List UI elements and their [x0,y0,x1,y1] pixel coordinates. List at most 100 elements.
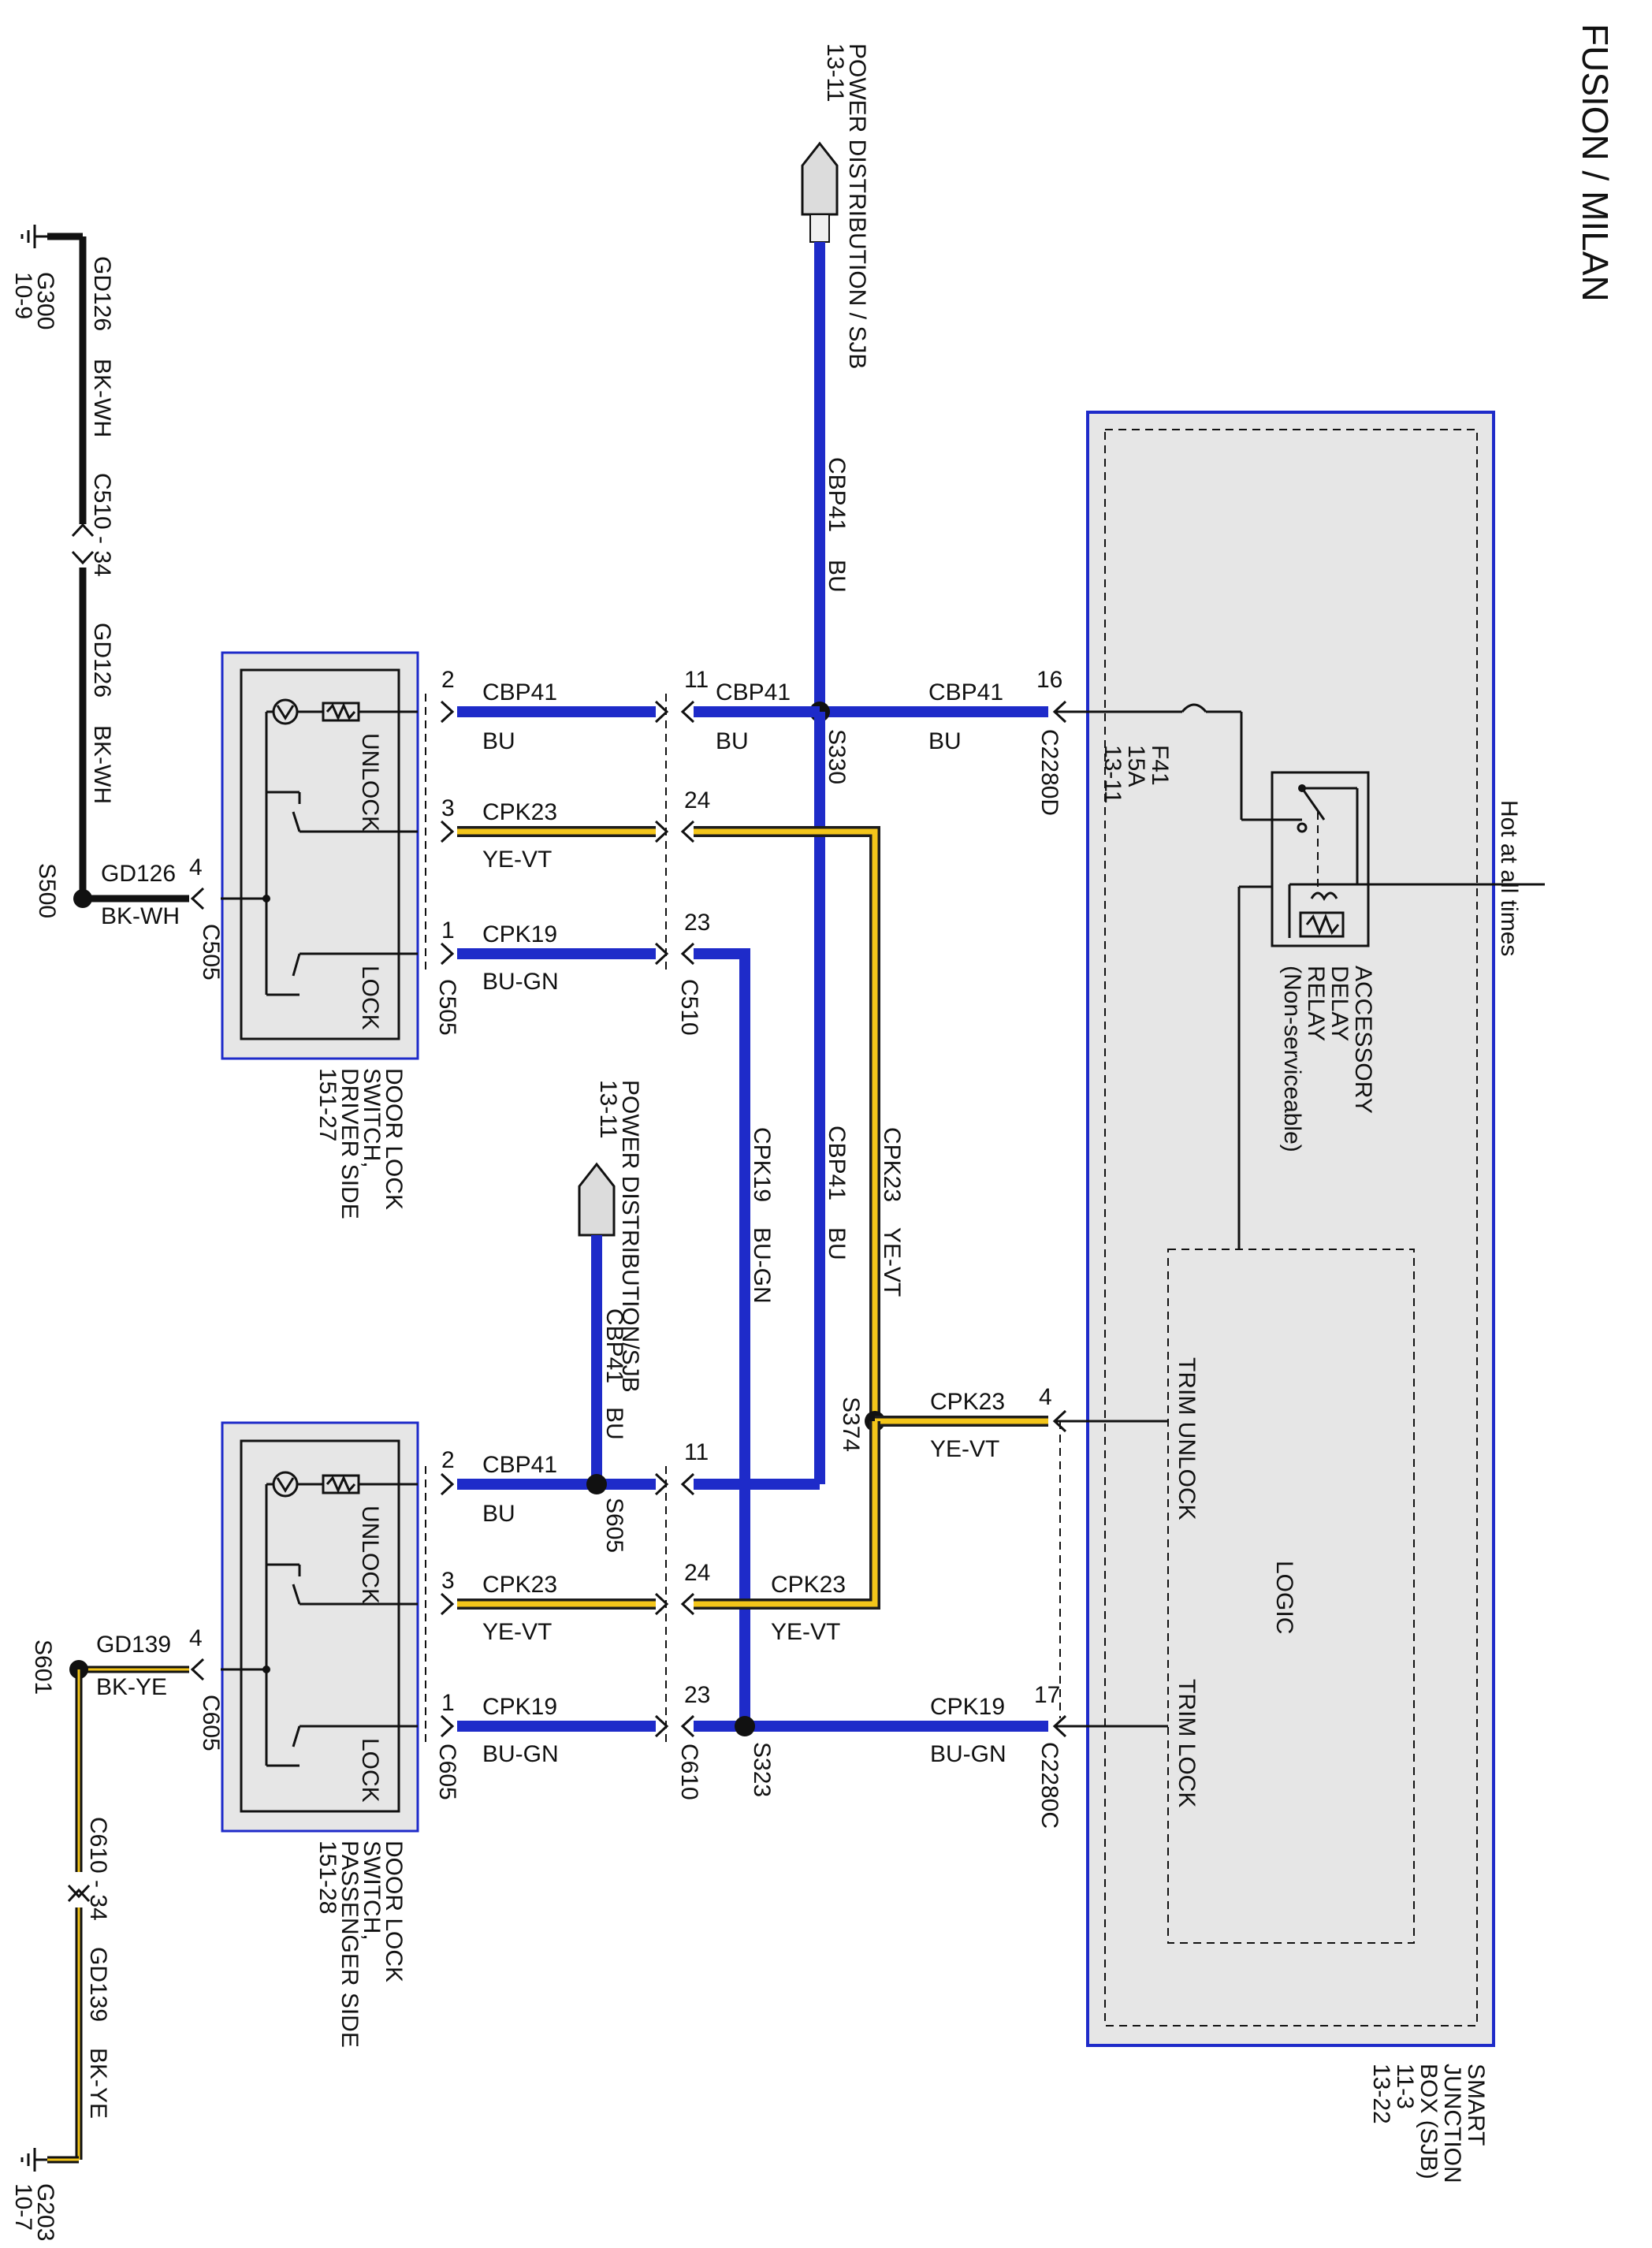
driver-switch-line3: DRIVER SIDE [337,1068,363,1219]
logic-module-boundary [1167,1249,1415,1944]
cbp41-down-label: CBP41 [824,1126,850,1200]
gd139-lower-label: GD139 [85,1947,111,2022]
cpk19-sjb-label: CPK19 [930,1694,1005,1720]
cpk23-sjb-color: YE-VT [930,1436,999,1462]
cbp41-trunk-color: BU [824,560,850,593]
c605-pin1-label: 1 [441,1690,455,1716]
c610-pin24-label: 24 [684,1560,710,1586]
c605-label: C605 [434,1744,460,1800]
power-mid-label: POWER DISTRIBUTION/SJB 13-11 [595,1080,643,1393]
c510-pin24-label: 24 [684,787,710,813]
splice-s323 [735,1716,755,1736]
fuse-f41-label: F41 15A 13-11 [1099,745,1173,804]
c510-pin11-label: 11 [684,667,709,693]
passenger-switch-ref: 151-28 [314,1840,340,1914]
cpk23-driver-label: CPK23 [482,799,557,825]
g203-label: G203 [32,2183,58,2241]
sjb-label-line2: JUNCTION [1439,2064,1465,2183]
pin-16-label: 16 [1036,667,1062,693]
c610-pin23-label: 23 [684,1682,710,1708]
cbp41-c510-color: BU [716,728,749,754]
trim-lock-label: TRIM LOCK [1174,1679,1200,1807]
relay-switch-symbol [1297,784,1359,891]
pin-4-sjb-label: 4 [1039,1384,1052,1410]
cbp41-driver-label: CBP41 [482,679,557,705]
cpk23-sjb-label: CPK23 [930,1389,1005,1415]
cpk19-passenger-color: BU-GN [482,1741,559,1767]
gd126-lower-label: GD126 [89,623,115,698]
ground-g203-icon [20,2148,47,2172]
s330-label: S330 [824,729,850,784]
sjb-label: SMART JUNCTION BOX (SJB) 11-3 13-22 [1368,2064,1489,2183]
driver-unlock-label: UNLOCK [357,733,383,832]
cpk23-vertical-label: CPK23 [879,1127,905,1202]
c605-pin4-label: 4 [189,1625,203,1651]
driver-switch-label: DOOR LOCK SWITCH, DRIVER SIDE 151-27 [314,1068,407,1219]
relay-coil-symbol [1288,832,1397,938]
driver-lock-label: LOCK [357,966,383,1030]
cbp41-passenger-label: CBP41 [482,1452,557,1478]
cpk23-driver-color: YE-VT [482,847,552,873]
logic-label: LOGIC [1271,1561,1297,1634]
cbp41-trunk-label: CBP41 [824,457,850,532]
relay-label-line3: RELAY [1303,966,1329,1041]
cpk19-c510-to-s323 [694,948,750,1726]
passenger-switch-line3: PASSENGER SIDE [337,1840,363,2048]
s323-label: S323 [749,1742,775,1797]
passenger-unlock-label: UNLOCK [357,1505,383,1604]
passenger-switch-line2: SWITCH, [359,1840,385,1941]
c510-label: C510 [676,979,702,1036]
cpk23-passenger-color: YE-VT [482,1619,552,1645]
splice-s605 [586,1474,607,1494]
cbp41-mid-color: BU [601,1407,627,1440]
cbp41-passenger-color: BU [482,1501,515,1527]
power-top-title: POWER DISTRIBUTION / SJB [844,43,870,369]
fuse-f41 [1181,703,1207,713]
power-top-label: POWER DISTRIBUTION / SJB 13-11 [822,43,870,369]
c505-pin1-label: 1 [441,917,455,943]
c505-label: C505 [434,979,460,1036]
gd139-lower-color: BK-YE [85,2048,111,2119]
c610-34-label: C610 - 34 [85,1817,111,1921]
cpk23-passenger-label: CPK23 [482,1572,557,1598]
pin-17-label: 17 [1034,1682,1060,1708]
power-mid-ref: 13-11 [595,1080,621,1139]
power-distribution-top-pin [809,214,830,243]
cpk19-driver-color: BU-GN [482,969,559,995]
gd126-upper-label: GD126 [89,256,115,331]
driver-door-lock-switch [221,651,419,1060]
trim-unlock-label: TRIM UNLOCK [1174,1357,1200,1520]
passenger-switch-internals [221,1471,418,1767]
fuse-id: F41 [1147,745,1173,786]
s601-label: S601 [30,1639,56,1695]
power-distribution-top-symbol [801,141,839,216]
g203-ref: 10-7 [10,2183,36,2231]
relay-label: ACCESSORY DELAY RELAY (Non-serviceable) [1279,966,1376,1152]
c2280d-pin16-connector [1052,700,1067,724]
relay-label-line4: (Non-serviceable) [1279,966,1305,1152]
g300-label: G300 [32,272,58,329]
c505-pin3-label: 3 [441,795,455,821]
driver-switch-line1: DOOR LOCK [381,1068,407,1210]
sjb-ref-1: 11-3 [1392,2064,1418,2109]
c2280c-label: C2280C [1036,1742,1062,1829]
c2280d-label: C2280D [1036,729,1062,816]
power-distribution-mid-symbol [578,1162,616,1237]
accessory-delay-relay [1271,771,1370,947]
cpk23-c610-color: YE-VT [771,1619,840,1645]
driver-switch-ref: 151-27 [314,1068,340,1141]
diagram-title: FUSION / MILAN [1575,24,1616,302]
gd126-upper-color: BK-WH [89,359,115,437]
power-top-ref: 13-11 [822,43,848,102]
power-mid-title: POWER DISTRIBUTION/SJB [617,1080,643,1393]
fuse-rating: 15A [1123,745,1149,787]
ground-g300-icon [20,225,47,248]
c505-gnd-label: C505 [198,924,224,981]
c605-gnd-label: C605 [198,1695,224,1751]
s500-label: S500 [34,863,60,918]
fuse-ref: 13-11 [1099,745,1126,804]
gd139-s601-color: BK-YE [96,1674,167,1700]
sjb-ref-2: 13-22 [1368,2064,1394,2124]
sjb-inner-boundary [1104,429,1478,2027]
